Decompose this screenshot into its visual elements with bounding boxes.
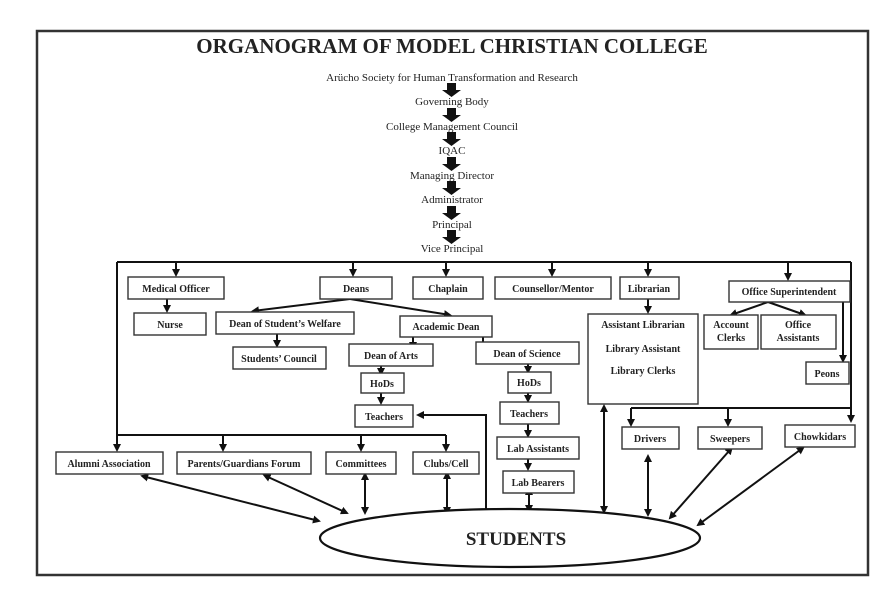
chain-arrows: [442, 83, 461, 244]
svg-text:Parents/Guardians Forum: Parents/Guardians Forum: [188, 459, 302, 470]
svg-text:Nurse: Nurse: [157, 320, 183, 331]
node-hods-arts: HoDs: [360, 372, 405, 394]
svg-text:Chowkidars: Chowkidars: [794, 432, 846, 443]
svg-text:Teachers: Teachers: [510, 409, 548, 420]
node-counsellor-mentor: Counsellor/Mentor: [494, 276, 612, 300]
svg-text:Lab Assistants: Lab Assistants: [507, 444, 569, 455]
node-sweepers: Sweepers: [697, 426, 763, 450]
org-boxes: Medical Officer Nurse Deans Dean of Stud…: [55, 276, 856, 494]
svg-text:Assistants: Assistants: [777, 333, 820, 344]
svg-text:Committees: Committees: [335, 459, 386, 470]
thick-down-arrow-icon: [442, 206, 461, 220]
svg-text:Chaplain: Chaplain: [428, 284, 468, 295]
node-teachers-science: Teachers: [499, 401, 560, 425]
thick-down-arrow-icon: [442, 108, 461, 122]
node-medical-officer: Medical Officer: [127, 276, 225, 300]
svg-text:Office Superintendent: Office Superintendent: [742, 287, 837, 298]
chain-college-management-council: College Management Council: [386, 121, 518, 133]
svg-text:Account: Account: [713, 320, 749, 331]
chain-vice-principal: Vice Principal: [421, 243, 484, 255]
node-chowkidars: Chowkidars: [784, 424, 856, 448]
node-nurse: Nurse: [133, 312, 207, 336]
chain-governing-body: Governing Body: [415, 96, 489, 108]
node-library-assistant: Library Assistant: [606, 344, 681, 355]
node-academic-dean: Academic Dean: [399, 315, 493, 338]
node-library-section: Assistant Librarian Library Assistant Li…: [587, 313, 699, 405]
chain-managing-director: Managing Director: [410, 170, 494, 182]
svg-text:Students’ Council: Students’ Council: [241, 354, 317, 365]
thick-down-arrow-icon: [442, 132, 461, 146]
node-dean-science: Dean of Science: [475, 341, 580, 365]
svg-text:Deans: Deans: [343, 284, 369, 295]
svg-text:Teachers: Teachers: [365, 412, 403, 423]
node-students: STUDENTS: [318, 507, 702, 569]
svg-text:Sweepers: Sweepers: [710, 434, 750, 445]
node-office-assistants: Office Assistants: [760, 314, 837, 350]
node-library-clerks: Library Clerks: [611, 366, 676, 377]
node-clubs-cell: Clubs/Cell: [412, 451, 480, 475]
svg-text:Office: Office: [785, 320, 812, 331]
node-alumni-association: Alumni Association: [55, 451, 164, 475]
svg-text:Dean of Science: Dean of Science: [493, 349, 561, 360]
node-lab-bearers: Lab Bearers: [502, 470, 575, 494]
svg-text:Alumni Association: Alumni Association: [67, 459, 151, 470]
node-librarian: Librarian: [619, 276, 680, 300]
node-committees: Committees: [325, 451, 397, 475]
svg-text:Drivers: Drivers: [634, 434, 666, 445]
node-students-council: Students’ Council: [232, 346, 327, 370]
diagram-title: ORGANOGRAM OF MODEL CHRISTIAN COLLEGE: [196, 34, 707, 58]
svg-text:Medical Officer: Medical Officer: [142, 284, 210, 295]
svg-text:Counsellor/Mentor: Counsellor/Mentor: [512, 284, 594, 295]
node-hods-science: HoDs: [507, 371, 552, 394]
thick-down-arrow-icon: [442, 181, 461, 195]
thick-down-arrow-icon: [442, 230, 461, 244]
chain-society: Arücho Society for Human Transformation …: [326, 72, 578, 84]
svg-text:Dean of Student’s Welfare: Dean of Student’s Welfare: [229, 319, 341, 330]
node-dean-arts: Dean of Arts: [348, 343, 434, 367]
node-lab-assistants: Lab Assistants: [496, 436, 580, 460]
svg-text:Librarian: Librarian: [628, 284, 671, 295]
node-dean-students-welfare: Dean of Student’s Welfare: [215, 311, 355, 335]
node-peons: Peons: [805, 361, 850, 385]
svg-text:HoDs: HoDs: [517, 378, 541, 389]
chain-administrator: Administrator: [421, 194, 483, 206]
chain-iqac: IQAC: [439, 145, 466, 157]
svg-text:Academic Dean: Academic Dean: [413, 322, 480, 333]
node-parents-guardians-forum: Parents/Guardians Forum: [176, 451, 312, 475]
svg-text:Dean of Arts: Dean of Arts: [364, 351, 418, 362]
svg-text:Clerks: Clerks: [717, 333, 745, 344]
svg-text:STUDENTS: STUDENTS: [466, 529, 566, 550]
node-assistant-librarian: Assistant Librarian: [601, 320, 685, 331]
svg-text:Lab Bearers: Lab Bearers: [512, 478, 565, 489]
thick-down-arrow-icon: [442, 157, 461, 171]
node-deans: Deans: [319, 276, 393, 300]
svg-text:Clubs/Cell: Clubs/Cell: [423, 459, 468, 470]
outer-frame: [35, 29, 870, 577]
svg-text:Peons: Peons: [815, 369, 840, 380]
chain-principal: Principal: [432, 219, 472, 231]
node-drivers: Drivers: [621, 426, 680, 450]
svg-text:HoDs: HoDs: [370, 379, 394, 390]
node-account-clerks: Account Clerks: [703, 314, 759, 350]
node-teachers-arts: Teachers: [354, 404, 414, 428]
node-chaplain: Chaplain: [412, 276, 484, 300]
node-office-superintendent: Office Superintendent: [728, 280, 851, 303]
top-chain: Arücho Society for Human Transformation …: [326, 72, 578, 255]
thick-down-arrow-icon: [442, 83, 461, 97]
